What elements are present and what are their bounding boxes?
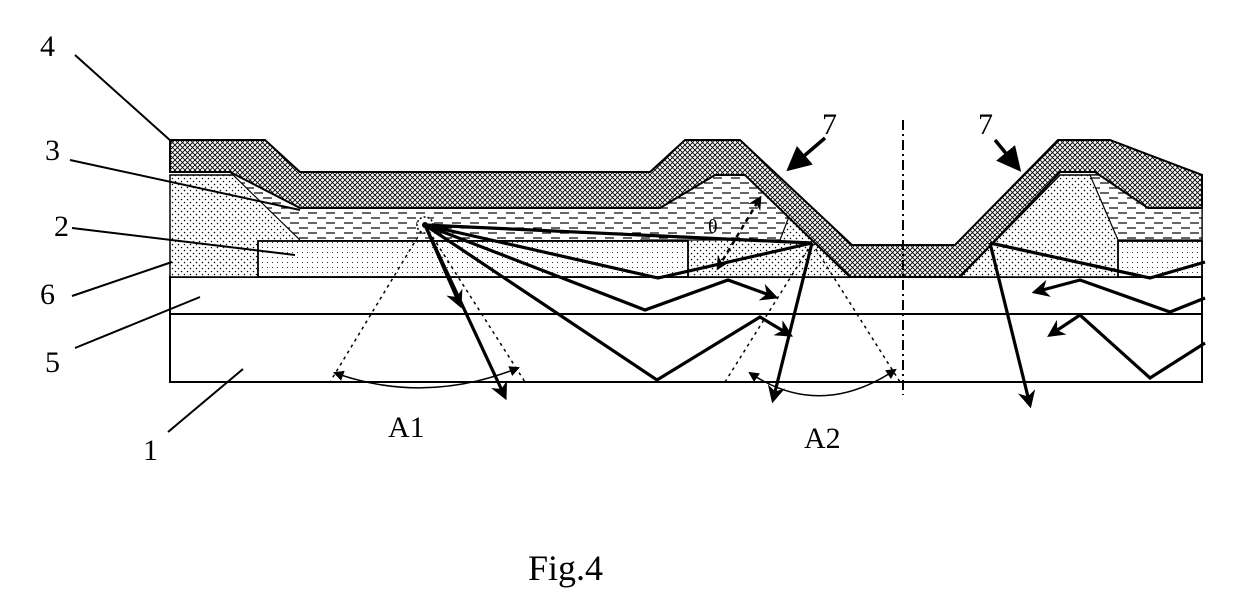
label-7-left: 7 — [822, 108, 837, 141]
label-4: 4 — [40, 30, 55, 63]
label-a1: A1 — [388, 411, 425, 444]
substrate-layer-1 — [170, 314, 1202, 382]
label-3: 3 — [45, 134, 60, 167]
label-5: 5 — [45, 346, 60, 379]
label-6: 6 — [40, 278, 55, 311]
label-2: 2 — [54, 210, 69, 243]
label-theta: θ — [708, 216, 718, 238]
emitting-layer-3-inner — [300, 208, 660, 240]
pointer-7-left — [790, 138, 825, 168]
label-1: 1 — [143, 434, 158, 467]
leader-4 — [75, 55, 172, 142]
label-a2: A2 — [804, 422, 841, 455]
leader-6 — [72, 262, 172, 296]
pointer-7-right — [995, 140, 1018, 168]
label-7-right: 7 — [978, 108, 993, 141]
electrode-layer-2-right — [1118, 241, 1202, 277]
figure-caption: Fig.4 — [528, 548, 603, 588]
